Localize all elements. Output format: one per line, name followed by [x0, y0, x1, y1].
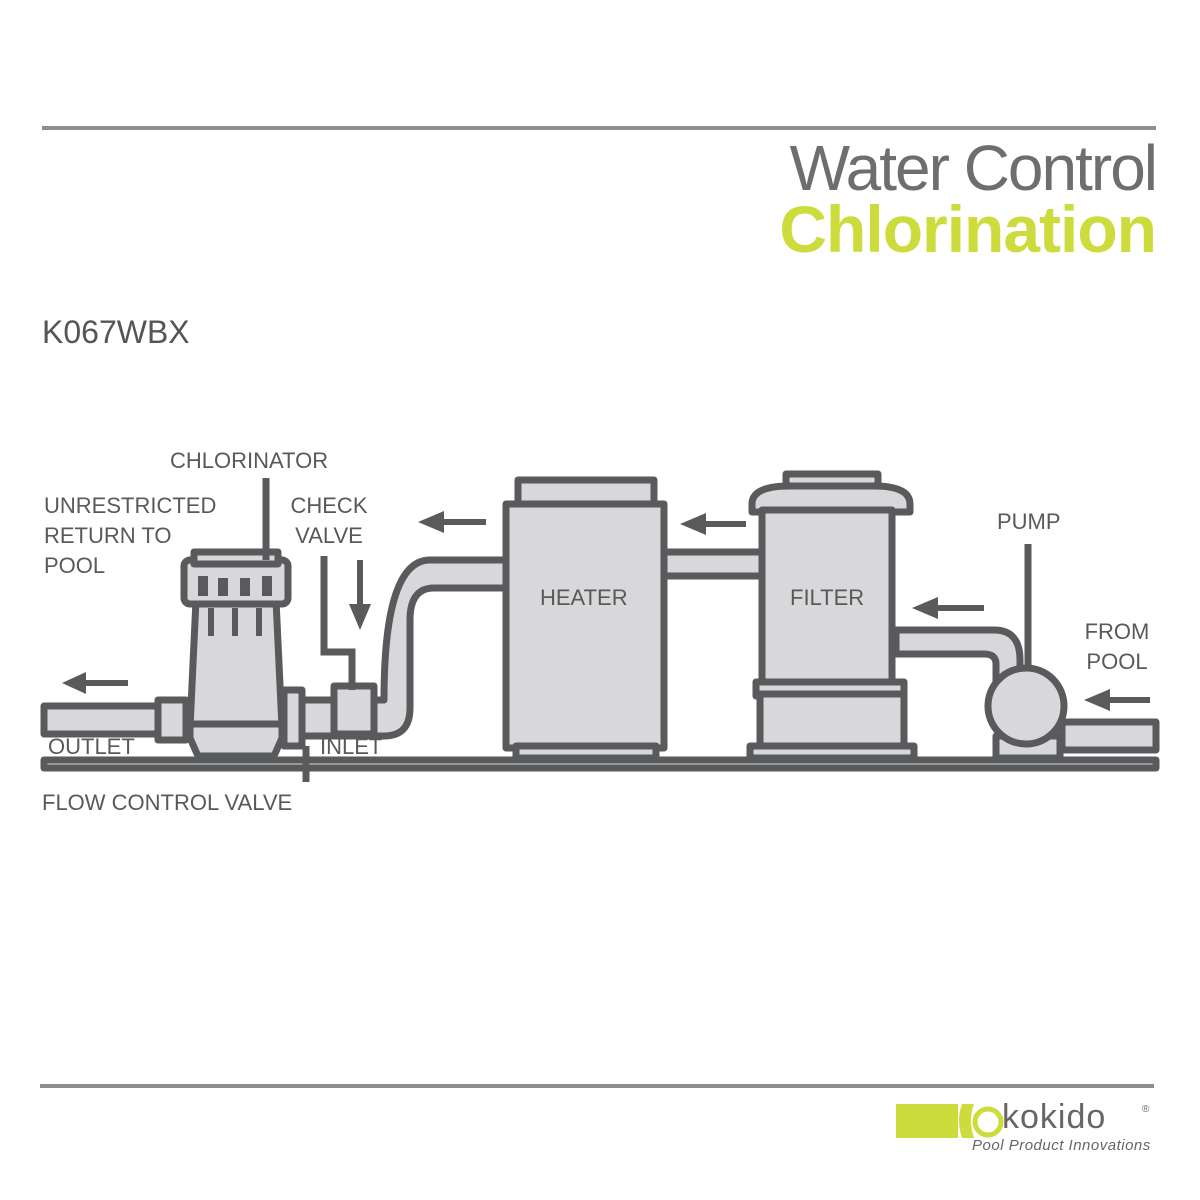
- label-chlorinator: CHLORINATOR: [170, 448, 329, 473]
- arrow-left-icon: [62, 672, 128, 694]
- filter-foot: [746, 742, 918, 762]
- arrow-left-icon: [680, 513, 746, 535]
- heater-return-pipe: [370, 556, 510, 740]
- label-heater: HEATER: [540, 585, 628, 610]
- arrow-left-icon: [912, 597, 984, 619]
- label-pump: PUMP: [997, 509, 1061, 534]
- bottom-divider: [40, 1084, 1154, 1088]
- model-number: K067WBX: [42, 314, 190, 350]
- heater-base: [512, 742, 660, 762]
- pump-motor: [984, 664, 1068, 748]
- label-inlet: INLET: [320, 734, 383, 759]
- label-from-pool: FROM POOL: [1084, 619, 1150, 674]
- kokido-logo-icon: [896, 1104, 1004, 1138]
- arrow-left-icon: [418, 511, 486, 533]
- label-flow-control-valve: FLOW CONTROL VALVE: [42, 790, 293, 815]
- arrow-left-icon: [1084, 689, 1150, 711]
- pump-intake-pipe: [1058, 718, 1160, 754]
- brand-tagline: Pool Product Innovations: [972, 1137, 1151, 1154]
- outlet-coupling: [154, 696, 190, 744]
- page-title: Water Control: [789, 132, 1158, 204]
- arrow-down-icon: [349, 560, 371, 630]
- top-divider: [42, 126, 1156, 130]
- outlet-pipe: [40, 702, 168, 738]
- flow-control-coupling: [280, 686, 306, 750]
- registered-mark: ®: [1142, 1104, 1150, 1115]
- chlorinator-top: [190, 548, 282, 568]
- heater-filter-pipe: [660, 548, 768, 580]
- label-filter: FILTER: [790, 585, 865, 610]
- check-valve-leader: [320, 556, 356, 690]
- heater-body: [502, 500, 668, 752]
- label-unrestricted-return: UNRESTRICTED RETURN TO POOL: [44, 493, 217, 578]
- check-valve-body: [330, 682, 378, 738]
- filter-dome: [748, 482, 914, 516]
- page-subtitle: Chlorination: [779, 192, 1157, 266]
- chlorinator-base: [186, 720, 286, 760]
- brand-name: kokido: [1002, 1098, 1107, 1136]
- filter-base: [756, 690, 908, 750]
- label-outlet: OUTLET: [48, 734, 135, 759]
- label-check-valve: CHECK VALVE: [290, 493, 368, 548]
